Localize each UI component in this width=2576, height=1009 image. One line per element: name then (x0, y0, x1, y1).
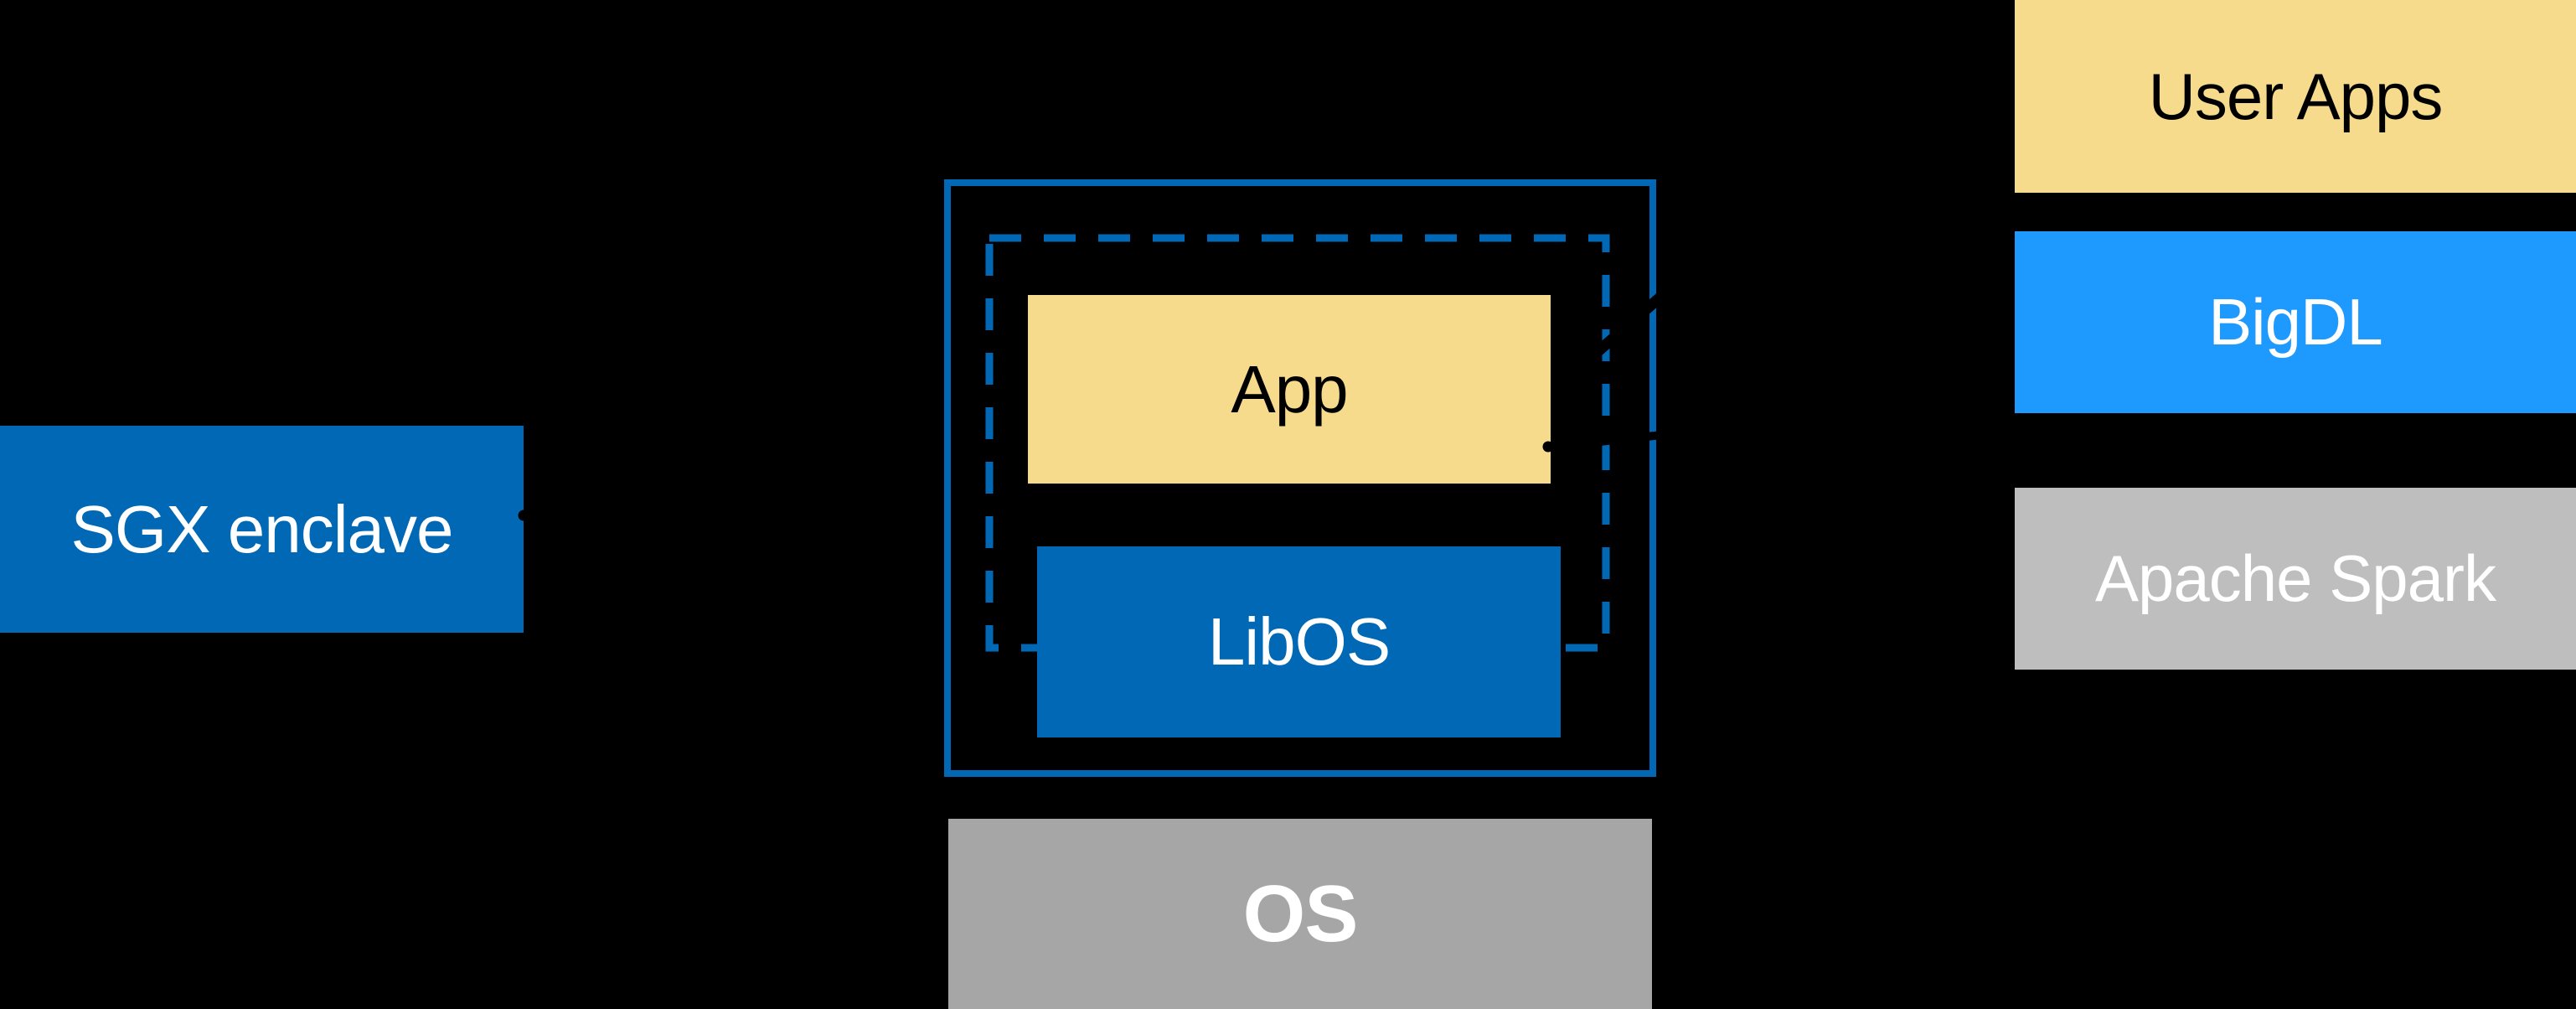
os-label: OS (1242, 868, 1359, 959)
libos-box: LibOS (1037, 546, 1561, 737)
app-label: App (1231, 351, 1348, 427)
apache-spark-box: Apache Spark (2015, 488, 2576, 670)
app-box: App (1028, 295, 1551, 484)
sgx-enclave-box: SGX enclave (0, 426, 524, 633)
apache-spark-label: Apache Spark (2095, 541, 2496, 615)
os-box: OS (948, 819, 1652, 1009)
libos-label: LibOS (1207, 604, 1391, 679)
bigdl-box: BigDL (2015, 231, 2576, 413)
user-apps-box: User Apps (2015, 0, 2576, 193)
bigdl-label: BigDL (2208, 285, 2382, 359)
enclave-outer-box (944, 179, 1656, 777)
user-apps-label: User Apps (2148, 59, 2444, 133)
sgx-enclave-label: SGX enclave (70, 491, 454, 567)
